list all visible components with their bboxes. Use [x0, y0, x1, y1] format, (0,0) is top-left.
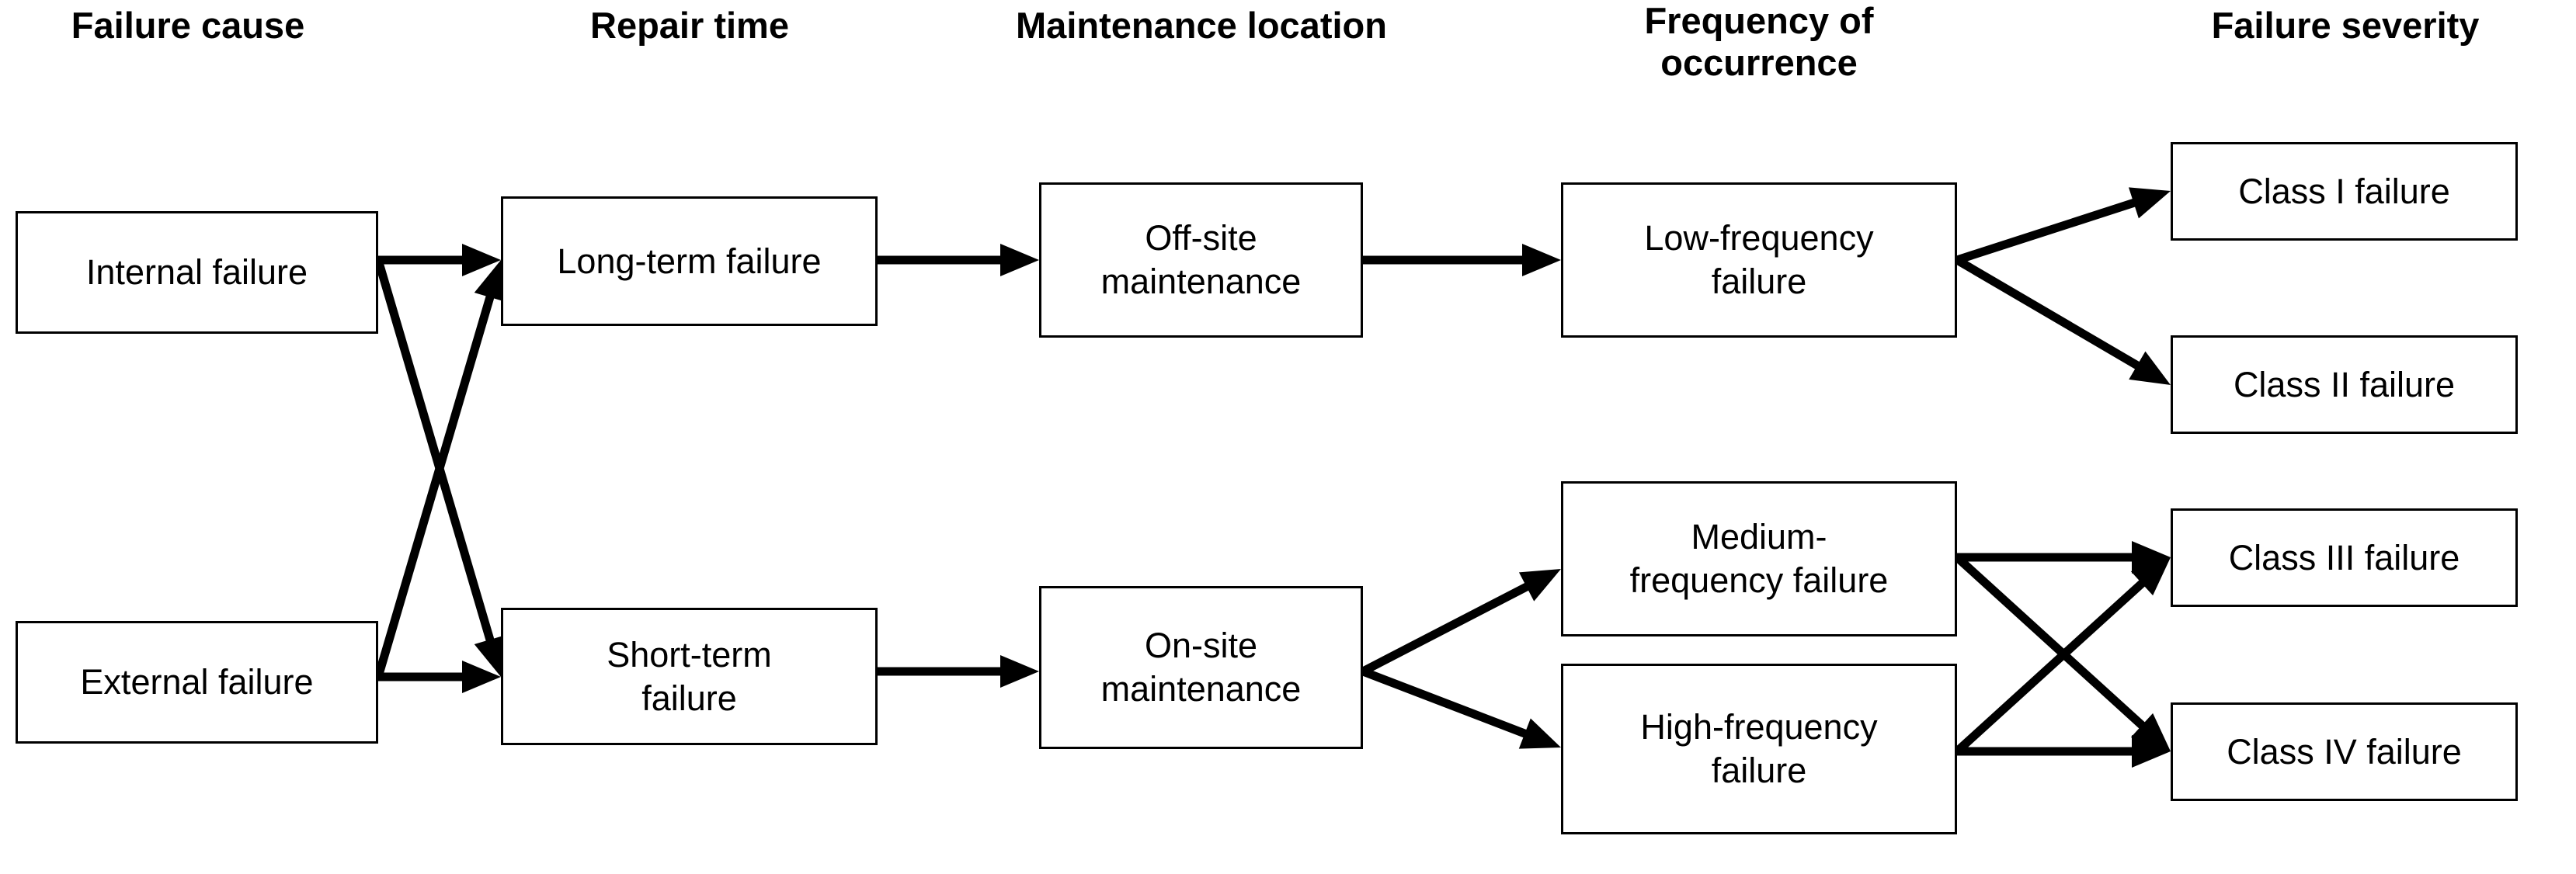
- arrowhead-icon: [1000, 655, 1039, 688]
- edge-external-to-shortterm: [378, 661, 501, 693]
- arrowhead-icon: [2130, 557, 2171, 596]
- column-header-maintenance_location: Maintenance location: [1016, 5, 1387, 46]
- edge-onsite-to-highfreq: [1361, 667, 1561, 749]
- node-lowfreq[interactable]: Low-frequency failure: [1561, 182, 1957, 338]
- column-header-frequency: Frequency of occurrence: [1644, 0, 1874, 83]
- edge-offsite-to-lowfreq: [1363, 244, 1561, 276]
- edge-shortterm-to-onsite: [878, 655, 1039, 688]
- node-internal[interactable]: Internal failure: [16, 211, 378, 334]
- column-header-failure_cause: Failure cause: [71, 5, 305, 46]
- edge-highfreq-to-class4: [1957, 735, 2171, 768]
- column-header-failure_severity: Failure severity: [2211, 5, 2480, 46]
- arrowhead-icon: [1522, 244, 1561, 276]
- arrowhead-icon: [2128, 187, 2171, 219]
- edge-medfreq-to-class3: [1957, 541, 2171, 574]
- column-header-repair_time: Repair time: [590, 5, 789, 46]
- arrowhead-icon: [2132, 735, 2171, 768]
- node-longterm[interactable]: Long-term failure: [501, 196, 878, 326]
- arrowhead-icon: [1518, 718, 1561, 749]
- edge-external-to-longterm: [374, 260, 506, 678]
- node-external[interactable]: External failure: [16, 621, 378, 744]
- edge-highfreq-to-class3: [1954, 557, 2171, 755]
- arrowhead-icon: [2129, 351, 2171, 385]
- arrowhead-icon: [2132, 541, 2171, 574]
- arrowhead-icon: [1518, 569, 1561, 602]
- node-onsite[interactable]: On-site maintenance: [1039, 586, 1363, 749]
- edge-internal-to-shortterm: [374, 258, 506, 677]
- edge-medfreq-to-class4: [1954, 553, 2171, 751]
- arrowhead-icon: [462, 661, 501, 693]
- arrowhead-icon: [2130, 713, 2171, 751]
- edge-lowfreq-to-class1: [1955, 187, 2171, 265]
- node-class1[interactable]: Class I failure: [2171, 142, 2518, 241]
- node-class2[interactable]: Class II failure: [2171, 335, 2518, 434]
- arrowhead-icon: [1000, 244, 1039, 276]
- edge-lowfreq-to-class2: [1955, 256, 2171, 385]
- edge-internal-to-longterm: [378, 244, 501, 276]
- node-highfreq[interactable]: High-frequency failure: [1561, 664, 1957, 834]
- node-medfreq[interactable]: Medium- frequency failure: [1561, 481, 1957, 636]
- node-offsite[interactable]: Off-site maintenance: [1039, 182, 1363, 338]
- edge-longterm-to-offsite: [878, 244, 1039, 276]
- arrowhead-icon: [462, 244, 501, 276]
- node-class3[interactable]: Class III failure: [2171, 508, 2518, 607]
- edge-onsite-to-medfreq: [1361, 569, 1561, 675]
- node-shortterm[interactable]: Short-term failure: [501, 608, 878, 745]
- node-class4[interactable]: Class IV failure: [2171, 702, 2518, 801]
